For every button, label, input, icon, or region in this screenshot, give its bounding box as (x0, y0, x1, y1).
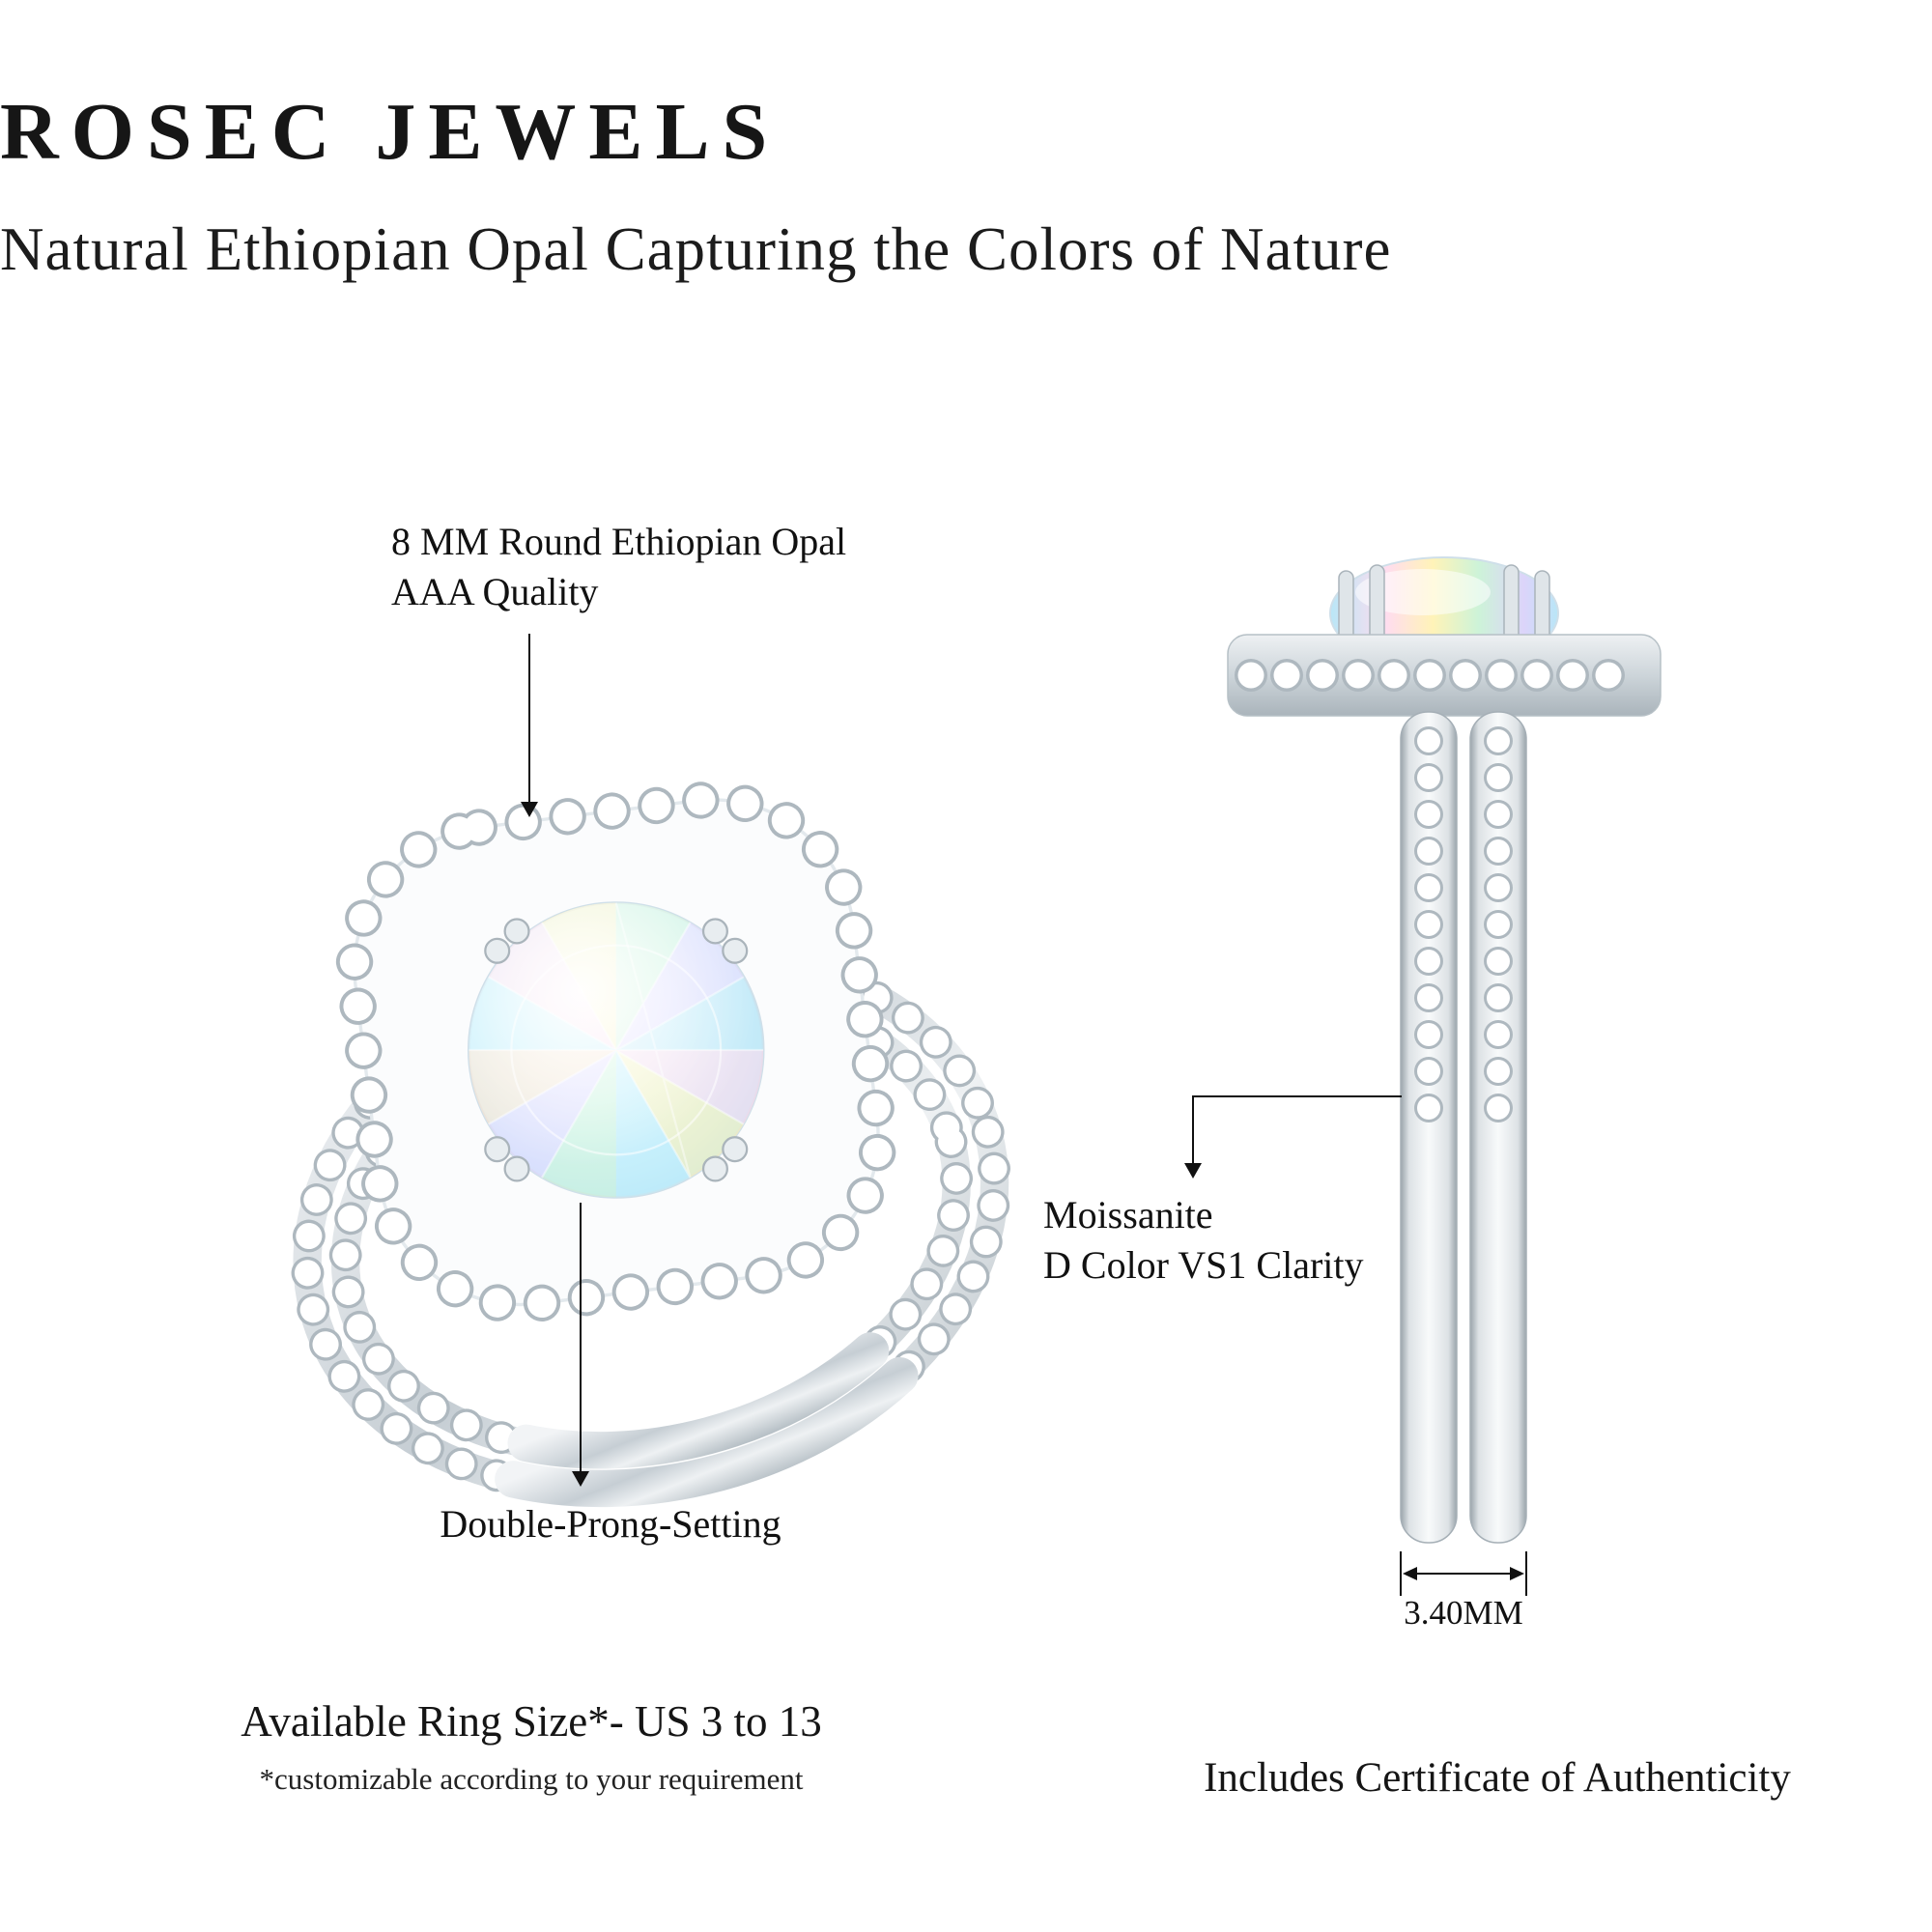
side-bands (1400, 711, 1527, 1544)
opal-callout-line2: AAA Quality (391, 570, 599, 613)
moissanite-callout-vline (1192, 1095, 1194, 1165)
moissanite-line1: Moissanite (1043, 1193, 1213, 1236)
measure-tick-left (1400, 1551, 1402, 1596)
prong-setting-label: Double-Prong-Setting (440, 1502, 781, 1546)
prong-callout-arrow-line (580, 1203, 582, 1473)
ring-size-text: Available Ring Size*- US 3 to 13 (241, 1697, 822, 1746)
measure-arrowhead-left-icon (1403, 1567, 1417, 1580)
measure-arrowhead-right-icon (1510, 1567, 1524, 1580)
opal-callout: 8 MM Round Ethiopian Opal AAA Quality (391, 517, 846, 617)
prong-setting-callout: Double-Prong-Setting (398, 1499, 823, 1549)
moissanite-line2: D Color VS1 Clarity (1043, 1243, 1364, 1287)
customizable-note: *customizable according to your requirem… (259, 1762, 804, 1796)
measure-tick-right (1525, 1551, 1527, 1596)
moissanite-callout-arrowhead-icon (1184, 1163, 1202, 1179)
moissanite-callout: Moissanite D Color VS1 Clarity (1043, 1190, 1364, 1291)
side-band-right (1469, 711, 1527, 1544)
footer-left: Available Ring Size*- US 3 to 13 *custom… (145, 1696, 918, 1797)
halo-side-bar (1227, 634, 1662, 717)
ring-front-illustration (291, 781, 1011, 1508)
moissanite-callout-hline (1193, 1095, 1402, 1097)
opal-callout-line1: 8 MM Round Ethiopian Opal (391, 520, 847, 563)
measure-line (1407, 1573, 1520, 1575)
ring-front-view (155, 753, 1082, 1521)
opal-stone (467, 901, 765, 1199)
tagline: Natural Ethiopian Opal Capturing the Col… (0, 215, 1392, 283)
ring-side-illustration (1227, 556, 1662, 1544)
double-prongs (484, 918, 749, 1182)
band-width-label: 3.40MM (1404, 1594, 1523, 1632)
opal-callout-arrowhead-icon (521, 802, 538, 817)
side-band-left (1400, 711, 1458, 1544)
brand-title: ROSEC JEWELS (0, 87, 781, 177)
ring-side-view (1212, 546, 1676, 1633)
opal-callout-arrow-line (528, 634, 530, 804)
prong-callout-arrowhead-icon (572, 1471, 589, 1487)
certificate-text: Includes Certificate of Authenticity (1204, 1755, 1791, 1801)
